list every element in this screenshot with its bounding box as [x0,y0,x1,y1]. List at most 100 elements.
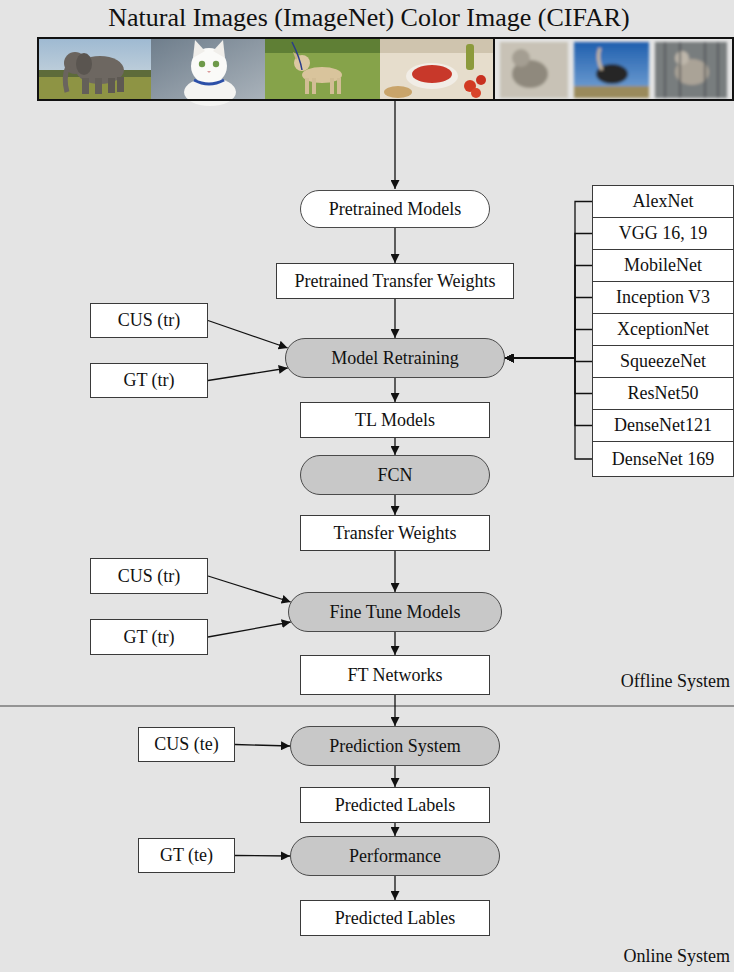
dog-leg [337,78,341,94]
dog-leash [292,42,302,70]
elephant-ear [76,53,92,75]
node-text: Prediction System [329,736,461,757]
flow-arrow [505,358,592,459]
diagram-title: Natural Images (ImageNet) Color Image (C… [4,3,734,33]
cage-background [655,42,727,98]
system-label: Offline System [621,671,730,692]
model-list-item: ResNet50 [592,377,734,410]
data-box: TL Models [300,402,490,438]
data-box: Transfer Weights [300,515,490,551]
flow-arrow [235,745,290,747]
bread [384,86,412,98]
grass [39,77,151,99]
data-box: Predicted Labels [300,787,490,823]
elephant-leg [117,77,124,92]
node-text: GT (tr) [123,370,174,391]
node-text: FCN [377,465,412,486]
data-box: CUS (tr) [90,303,208,338]
cat-collar [194,80,224,84]
data-box: CUS (tr) [90,558,208,594]
elephant-leg [82,78,89,94]
flow-arrow [235,855,290,857]
node-text: ResNet50 [628,383,699,404]
node-text: DenseNet121 [614,415,712,436]
node-text: Pretrained Models [329,199,461,220]
plate [406,63,458,89]
process-pill: FCN [300,455,490,495]
node-text: AlexNet [633,191,694,212]
flow-arrow [394,299,395,338]
flow-arrow [208,321,288,349]
node-text: Pretrained Transfer Weights [294,271,495,292]
flow-arrow [208,576,291,602]
process-pill: Fine Tune Models [288,592,502,632]
bottle [466,44,474,70]
process-pill: Prediction System [290,726,500,766]
node-text: CUS (tr) [118,566,181,587]
wall [380,39,494,53]
node-text: TL Models [355,410,435,431]
elephant-leg [95,78,102,94]
node-text: Model Retraining [331,348,458,369]
node-text: Predicted Labels [335,795,455,816]
node-text: Predicted Lables [335,908,455,929]
node-text: Inception V3 [616,287,710,308]
flow-arrow [394,495,395,515]
node-text: GT (tr) [123,627,174,648]
node-text: XceptionNet [617,319,709,340]
model-list-item: VGG 16, 19 [592,217,734,250]
flow-arrow [505,266,592,359]
ostrich-ground [574,86,649,98]
flow-arrow [394,823,395,836]
node-text: Performance [349,846,441,867]
bird-background [500,42,568,98]
node-text: GT (te) [160,845,213,866]
flow-arrow [505,202,592,359]
lawn [265,39,380,99]
flow-arrow [505,234,592,359]
elephant-leg [108,78,115,93]
node-text: CUS (te) [154,734,219,755]
ostrich-sky [574,42,649,98]
data-box: CUS (te) [138,727,235,762]
flow-arrow [394,632,395,655]
dog-leg [305,78,309,94]
flow-arrow [394,378,395,402]
data-box: Predicted Lables [300,900,490,936]
system-separator [0,705,734,707]
model-list-item: SqueezeNet [592,345,734,378]
node-text: DenseNet 169 [612,449,714,470]
data-box: GT (tr) [90,619,208,655]
data-box: GT (te) [138,838,235,873]
cage-bars [665,42,718,98]
dog-leg [312,78,316,94]
flow-arrow [505,358,592,426]
flow-arrow [394,551,395,592]
flow-arrow [394,695,395,726]
node-text: FT Networks [347,665,442,686]
ostrich-neck [598,48,602,70]
flow-arrow [505,358,592,394]
process-pill: Performance [290,836,500,876]
flow-arrow [394,766,395,787]
cat-nose [207,71,211,73]
process-pill: Model Retraining [285,338,505,378]
cat-ear [193,40,205,58]
elephant-trunk [65,66,68,92]
tomato [471,88,481,98]
node-text: CUS (tr) [118,310,181,331]
data-box: FT Networks [300,655,490,695]
flow-arrow [505,298,592,359]
imagenet-frame [38,38,494,100]
model-list-item: MobileNet [592,249,734,282]
bird-head [512,49,530,67]
model-list-item: DenseNet 169 [592,441,734,477]
node-text: MobileNet [624,255,702,276]
flow-arrow [394,438,395,455]
flow-arrow [394,228,395,263]
node-text: SqueezeNet [620,351,706,372]
flow-arrow [505,330,592,359]
system-label: Online System [624,946,731,967]
model-list-item: DenseNet121 [592,409,734,442]
